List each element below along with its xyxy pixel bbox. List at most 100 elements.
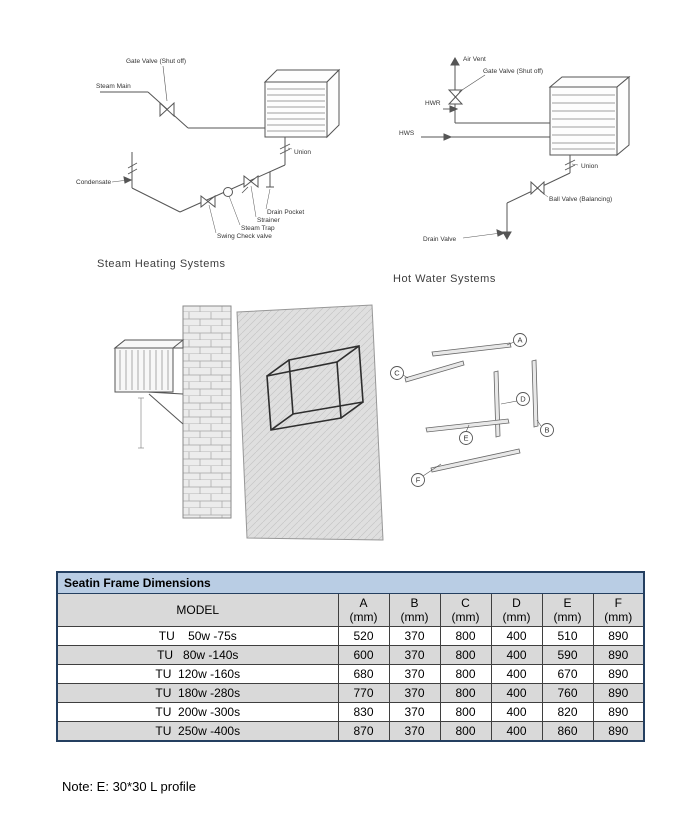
dim-cell: 600 — [337, 645, 390, 665]
col-unit-d: (mm) — [502, 610, 531, 624]
label-air-vent: Air Vent — [463, 56, 486, 63]
dim-cell: 800 — [439, 664, 492, 684]
unit-heater-steam — [263, 68, 341, 139]
hot-water-piping — [421, 56, 579, 241]
dim-cell: 890 — [592, 702, 645, 722]
col-unit-b: (mm) — [400, 610, 429, 624]
dim-cell: 760 — [541, 683, 594, 703]
part-label-c: C — [394, 369, 400, 378]
installation-diagram: A B C D E F — [95, 298, 565, 548]
dim-cell: 800 — [439, 721, 492, 742]
model-header: MODEL — [56, 593, 339, 627]
wall-panel — [236, 304, 384, 541]
model-cell: TU 200w -300s — [56, 702, 339, 722]
unit-heater-hot-water — [548, 75, 631, 157]
part-circle-a — [513, 333, 527, 347]
mounting-bracket — [146, 391, 184, 425]
dim-cell: 680 — [337, 664, 390, 684]
model-cell: TU 80w -140s — [56, 645, 339, 665]
table-row: TU 120w -160s 680 370 800 400 670 890 — [56, 664, 645, 684]
part-label-d: D — [520, 395, 526, 404]
dimension-line — [138, 397, 144, 449]
col-header-b: B (mm) — [388, 593, 441, 627]
label-condensate: Condensate — [76, 179, 111, 186]
col-letter-b: B — [410, 596, 419, 610]
model-cell: TU 180w -280s — [56, 683, 339, 703]
model-cell: TU 120w -160s — [56, 664, 339, 684]
col-header-e: E (mm) — [541, 593, 594, 627]
part-label-a: A — [517, 336, 522, 345]
table-row: TU 80w -140s 600 370 800 400 590 890 — [56, 645, 645, 665]
table-header-row: MODEL A (mm) B (mm) C (mm) D (mm) — [56, 593, 645, 627]
part-circle-e — [459, 431, 473, 445]
dim-cell: 370 — [388, 664, 441, 684]
part-circle-f — [411, 473, 425, 487]
col-unit-a: (mm) — [349, 610, 378, 624]
dim-cell: 890 — [592, 626, 645, 646]
hot-water-diagram: Air Vent Gate Valve (Shut off) HWR HWS U… — [385, 45, 665, 270]
brick-column — [182, 305, 232, 519]
dim-cell: 370 — [388, 626, 441, 646]
dim-cell: 590 — [541, 645, 594, 665]
dim-cell: 800 — [439, 626, 492, 646]
steam-piping — [100, 65, 293, 234]
hot-water-labels: Air Vent Gate Valve (Shut off) HWR HWS U… — [399, 56, 612, 243]
col-letter-a: A — [359, 596, 368, 610]
dim-cell: 830 — [337, 702, 390, 722]
part-circle-b — [540, 423, 554, 437]
label-union-steam: Union — [294, 149, 311, 156]
steam-diagram-caption: Steam Heating Systems — [97, 258, 226, 270]
col-header-a: A (mm) — [337, 593, 390, 627]
col-header-c: C (mm) — [439, 593, 492, 627]
frame-dimensions-table: Seatin Frame Dimensions MODEL A (mm) B (… — [56, 571, 646, 742]
dim-cell: 800 — [439, 645, 492, 665]
table-title: Seatin Frame Dimensions — [56, 571, 645, 594]
part-label-e: E — [463, 434, 468, 443]
dim-cell: 370 — [388, 702, 441, 722]
table-row: TU 50w -75s 520 370 800 400 510 890 — [56, 626, 645, 646]
dim-cell: 890 — [592, 721, 645, 742]
dim-cell: 400 — [490, 664, 543, 684]
label-hwr: HWR — [425, 100, 441, 107]
dim-cell: 860 — [541, 721, 594, 742]
col-header-d: D (mm) — [490, 593, 543, 627]
dim-cell: 510 — [541, 626, 594, 646]
col-letter-c: C — [461, 596, 470, 610]
dim-cell: 400 — [490, 626, 543, 646]
col-unit-c: (mm) — [451, 610, 480, 624]
dim-cell: 370 — [388, 683, 441, 703]
label-gate-valve-steam: Gate Valve (Shut off) — [126, 58, 186, 65]
col-unit-f: (mm) — [604, 610, 633, 624]
table-row: TU 180w -280s 770 370 800 400 760 890 — [56, 683, 645, 703]
table-row: TU 250w -400s 870 370 800 400 860 890 — [56, 721, 645, 742]
col-unit-e: (mm) — [553, 610, 582, 624]
dim-cell: 370 — [388, 721, 441, 742]
dim-cell: 870 — [337, 721, 390, 742]
label-drain-pocket: Drain Pocket — [267, 209, 304, 216]
col-letter-d: D — [512, 596, 521, 610]
part-label-f: F — [416, 476, 421, 485]
steam-labels: Gate Valve (Shut off) Steam Main Condens… — [76, 58, 311, 240]
part-circle-c — [390, 366, 404, 380]
part-label-b: B — [544, 426, 549, 435]
exploded-frame-parts: A B C D E F — [390, 333, 554, 487]
label-swing-check-valve: Swing Check valve — [217, 233, 272, 240]
label-drain-valve: Drain Valve — [423, 236, 457, 243]
label-union-hot-water: Union — [581, 163, 598, 170]
dim-cell: 890 — [592, 645, 645, 665]
profile-note: Note: E: 30*30 L profile — [62, 779, 196, 794]
dim-cell: 370 — [388, 645, 441, 665]
dim-cell: 820 — [541, 702, 594, 722]
table-title-row: Seatin Frame Dimensions — [56, 571, 645, 594]
dim-cell: 770 — [337, 683, 390, 703]
col-letter-e: E — [563, 596, 572, 610]
dim-cell: 890 — [592, 664, 645, 684]
dim-cell: 520 — [337, 626, 390, 646]
label-ball-valve: Ball Valve (Balancing) — [549, 196, 612, 203]
wall-frame — [266, 345, 364, 431]
label-gate-valve-hot-water: Gate Valve (Shut off) — [483, 68, 543, 75]
dim-cell: 400 — [490, 702, 543, 722]
dim-cell: 890 — [592, 683, 645, 703]
dim-cell: 670 — [541, 664, 594, 684]
